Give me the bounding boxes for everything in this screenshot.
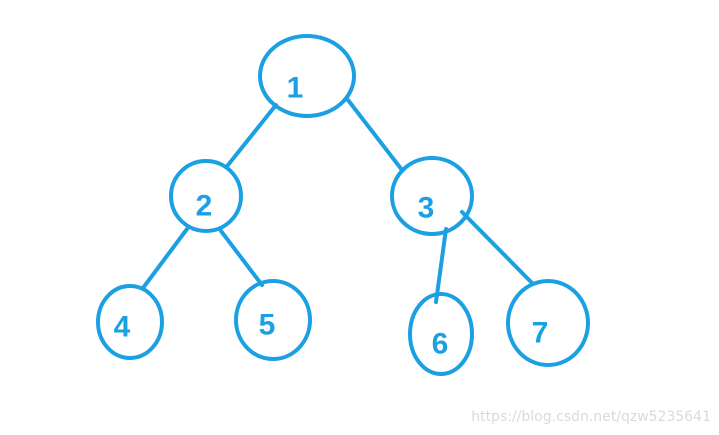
node-label: 4	[114, 311, 131, 344]
tree-node-7: 7	[506, 279, 590, 367]
tree-node-1: 1	[258, 34, 356, 118]
node-circle	[258, 34, 356, 118]
node-label: 5	[259, 309, 276, 342]
edge-1-3	[346, 98, 404, 172]
node-circle	[169, 159, 243, 233]
node-label: 6	[432, 328, 449, 361]
node-circle	[506, 279, 590, 367]
node-circle	[96, 284, 164, 360]
node-label: 3	[418, 192, 435, 225]
tree-edges	[141, 98, 535, 304]
tree-node-5: 5	[234, 279, 312, 361]
edge-2-5	[219, 229, 264, 287]
node-circle	[390, 156, 474, 236]
tree-node-2: 2	[169, 159, 243, 233]
tree-node-6: 6	[408, 292, 474, 376]
node-label: 1	[287, 72, 304, 105]
node-circle	[234, 279, 312, 361]
node-circle	[408, 292, 474, 376]
tree-node-3: 3	[390, 156, 474, 236]
edge-1-2	[226, 103, 278, 167]
edge-3-6	[434, 227, 448, 304]
edge-2-4	[141, 227, 189, 290]
watermark-text: https://blog.csdn.net/qzw5235641	[471, 409, 711, 425]
node-label: 2	[196, 190, 213, 223]
tree-node-4: 4	[96, 284, 164, 360]
edge-3-7	[460, 210, 535, 286]
node-label: 7	[532, 317, 549, 350]
